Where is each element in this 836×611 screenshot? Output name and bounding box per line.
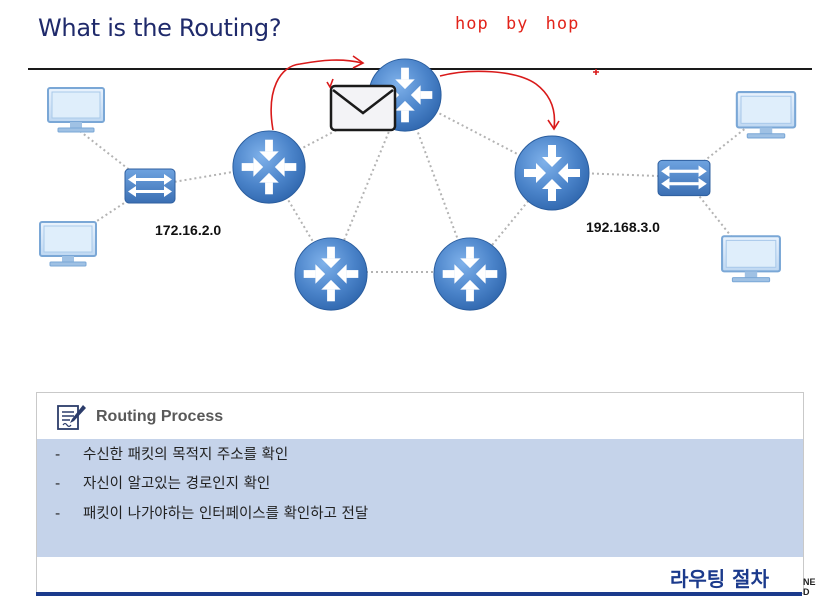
pc-bottom-right-icon: [721, 235, 781, 283]
footer-divider: [36, 592, 802, 596]
routing-process-panel: Routing Process -수신한 패킷의 목적지 주소를 확인 -자신이…: [36, 392, 804, 594]
envelope-icon: [329, 84, 397, 132]
switch-left-icon: [124, 168, 176, 204]
list-item: -자신이 알고있는 경로인지 확인: [55, 476, 271, 492]
hop-by-hop-annotation: hop by hop: [455, 14, 580, 34]
pc-top-right-icon: [735, 91, 797, 139]
network-diagram: [39, 55, 797, 311]
router-left-icon: [232, 130, 306, 204]
router-bottom-left-icon: [294, 237, 368, 311]
footer-caption: 라우팅 절차: [670, 567, 769, 591]
switch-right-icon: [657, 159, 711, 197]
list-item: -수신한 패킷의 목적지 주소를 확인: [55, 447, 289, 463]
pc-bottom-left-icon: [39, 221, 97, 267]
network-label-right: 192.168.3.0: [586, 219, 660, 235]
router-bottom-right-icon: [433, 237, 507, 311]
panel-title: Routing Process: [96, 408, 224, 425]
hop-arrows: [270, 55, 599, 131]
panel-header: Routing Process: [37, 393, 803, 439]
list-item: -패킷이 나가야하는 인터페이스를 확인하고 전달: [55, 506, 369, 522]
document-pen-icon: [57, 405, 86, 430]
network-label-left: 172.16.2.0: [155, 222, 222, 238]
pc-top-left-icon: [47, 87, 105, 133]
slide-title: What is the Routing?: [38, 14, 282, 42]
router-right-icon: [514, 135, 590, 211]
steps-list: -수신한 패킷의 목적지 주소를 확인 -자신이 알고있는 경로인지 확인 -패…: [37, 439, 803, 557]
